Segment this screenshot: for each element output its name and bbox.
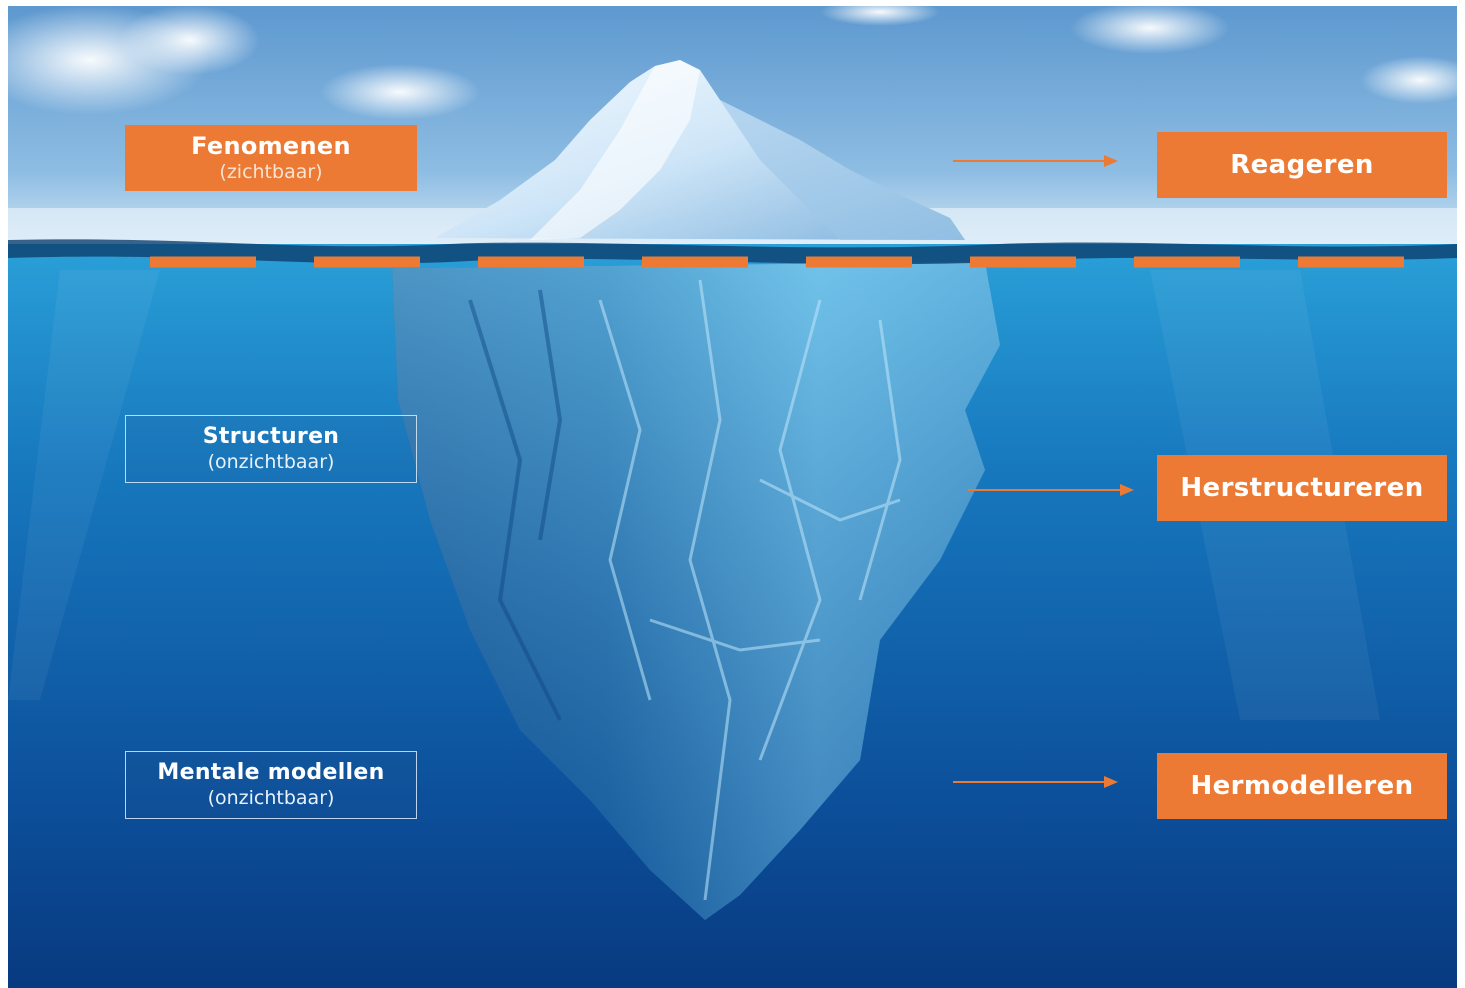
level-label-structuren: Structuren (onzichtbaar) — [125, 415, 417, 483]
action-label: Herstructureren — [1180, 472, 1424, 503]
level-title: Mentale modellen — [157, 760, 385, 786]
action-label-herstructureren: Herstructureren — [1157, 455, 1447, 521]
level-subtitle: (onzichtbaar) — [207, 450, 335, 473]
action-label: Reageren — [1230, 149, 1374, 180]
level-subtitle: (onzichtbaar) — [207, 786, 335, 809]
action-label: Hermodelleren — [1190, 770, 1414, 801]
level-title: Structuren — [202, 424, 340, 450]
action-label-reageren: Reageren — [1157, 132, 1447, 198]
arrow-right-icon — [953, 155, 1118, 167]
arrow-right-icon — [953, 776, 1118, 788]
level-label-fenomenen: Fenomenen (zichtbaar) — [125, 125, 417, 191]
action-label-hermodelleren: Hermodelleren — [1157, 753, 1447, 819]
level-label-mentale-modellen: Mentale modellen (onzichtbaar) — [125, 751, 417, 819]
level-title: Fenomenen — [191, 132, 351, 161]
level-subtitle: (zichtbaar) — [219, 161, 323, 184]
arrow-right-icon — [968, 484, 1134, 496]
